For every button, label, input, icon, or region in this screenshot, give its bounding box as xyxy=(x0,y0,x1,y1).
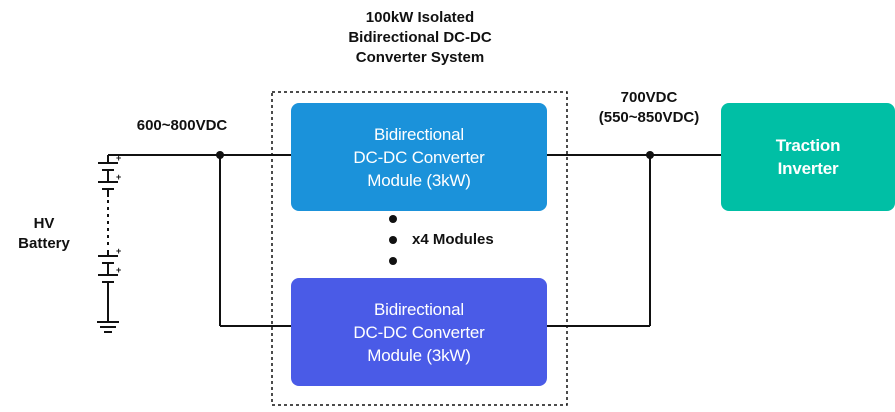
traction-inverter: Traction Inverter xyxy=(721,103,895,211)
output-junction-dot xyxy=(646,151,654,159)
svg-text:+: + xyxy=(116,172,121,182)
hv-battery-label: HV Battery xyxy=(18,215,70,252)
module-count-label: x4 Modules xyxy=(412,231,494,248)
ground-icon xyxy=(97,321,119,333)
system-title: 100kW Isolated Bidirectional DC-DC Conve… xyxy=(348,9,492,66)
output-voltage-label: 700VDC (550~850VDC) xyxy=(598,89,700,126)
svg-text:+: + xyxy=(116,246,121,256)
module-ellipsis-dots xyxy=(389,215,397,265)
converter-module-top: Bidirectional DC-DC Converter Module (3k… xyxy=(291,103,547,211)
converter-module-bottom: Bidirectional DC-DC Converter Module (3k… xyxy=(291,278,547,386)
svg-text:+: + xyxy=(116,153,121,163)
input-junction-dot xyxy=(216,151,224,159)
svg-text:+: + xyxy=(116,265,121,275)
input-voltage-label: 600~800VDC xyxy=(136,117,228,134)
battery-plus-signs: + + + + xyxy=(116,153,121,275)
system-boundary xyxy=(271,91,568,406)
battery-icon xyxy=(98,155,118,321)
